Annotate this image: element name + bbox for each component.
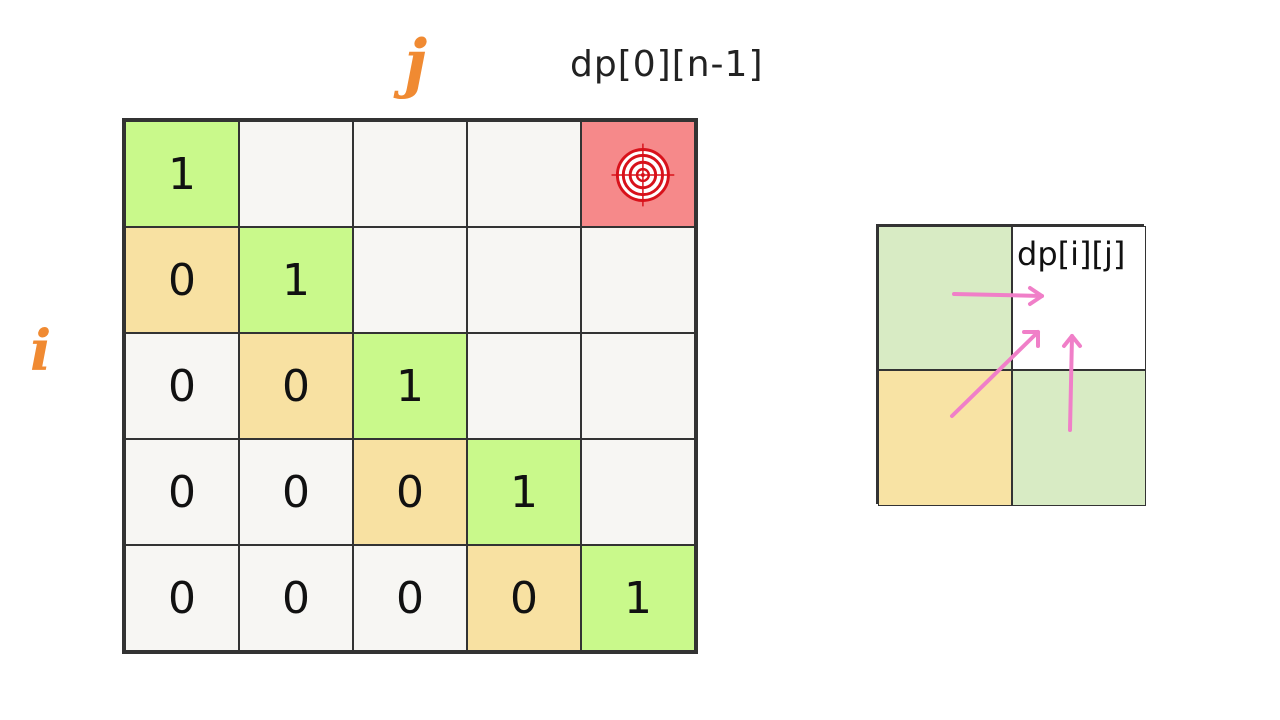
bullseye-icon	[611, 143, 675, 207]
diagonal-neighbor-cell	[878, 370, 1012, 506]
dp-cell: 0	[353, 545, 467, 651]
target-cell	[581, 121, 695, 227]
dp-cell: 0	[353, 439, 467, 545]
transition-diagram: dp[i][j]	[876, 224, 1146, 506]
current-cell: dp[i][j]	[1012, 226, 1146, 370]
dp-cell: 1	[125, 121, 239, 227]
row-index-label: i	[30, 318, 52, 384]
dp-cell: 0	[125, 227, 239, 333]
dp-cell	[581, 227, 695, 333]
dp-cell: 1	[239, 227, 353, 333]
dp-cell: 0	[125, 545, 239, 651]
dp-cell: 1	[353, 333, 467, 439]
dp-cell	[581, 439, 695, 545]
dp-cell	[467, 121, 581, 227]
dp-cell	[353, 121, 467, 227]
dp-cell: 0	[125, 439, 239, 545]
dp-cell: 0	[239, 545, 353, 651]
dp-cell: 1	[467, 439, 581, 545]
dp-cell	[581, 333, 695, 439]
target-cell-label: dp[0][n-1]	[570, 44, 764, 85]
below-neighbor-cell	[1012, 370, 1146, 506]
left-neighbor-cell	[878, 226, 1012, 370]
dp-cell: 1	[581, 545, 695, 651]
current-cell-label: dp[i][j]	[1017, 235, 1126, 273]
dp-cell	[239, 121, 353, 227]
dp-cell	[467, 227, 581, 333]
dp-cell: 0	[239, 333, 353, 439]
dp-cell	[353, 227, 467, 333]
dp-cell: 0	[239, 439, 353, 545]
dp-cell	[467, 333, 581, 439]
dp-cell: 0	[467, 545, 581, 651]
dp-cell: 0	[125, 333, 239, 439]
column-index-label: j	[404, 26, 428, 101]
